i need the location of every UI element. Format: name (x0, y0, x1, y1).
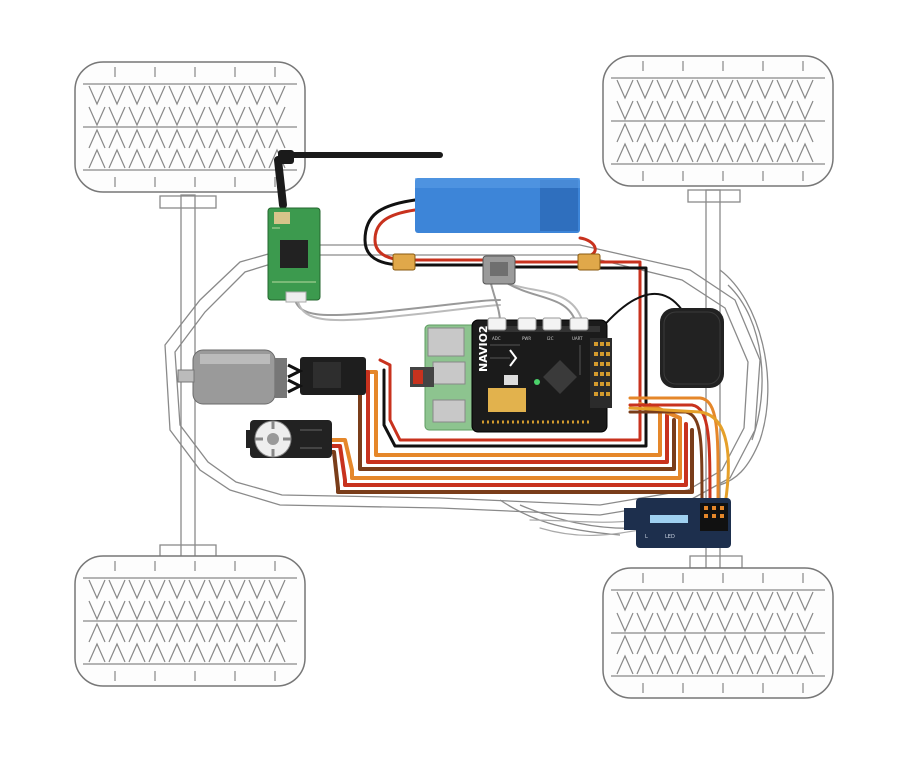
tire-rear-left (74, 555, 306, 687)
esc-icon (287, 357, 366, 395)
servo-icon (246, 420, 332, 458)
battery-icon (415, 178, 580, 233)
gps-icon (660, 308, 724, 388)
port-label-adc: ADC (492, 336, 501, 341)
navio2-label: NAVIO2 (477, 325, 490, 372)
antenna-icon (274, 150, 443, 209)
tire-front-left (74, 61, 306, 193)
tire-front-right (602, 55, 834, 187)
tire-rear-right (602, 567, 834, 699)
port-label-i2c: I2C (547, 336, 554, 341)
navio2-board: NAVIO2 (471, 319, 612, 433)
receiver-icon: L LED (624, 498, 731, 548)
navio2-port-connectors: ADC PWR I2C UART (487, 317, 589, 341)
port-label-uart: UART (572, 336, 583, 341)
telemetry-radio (267, 207, 321, 303)
xt60-connector (392, 253, 601, 271)
port-label-pwr: PWR (522, 336, 531, 341)
motor-icon (177, 349, 287, 405)
power-module (482, 255, 516, 285)
receiver-label-top: L (645, 534, 648, 540)
receiver-label-led: LED (665, 534, 675, 540)
